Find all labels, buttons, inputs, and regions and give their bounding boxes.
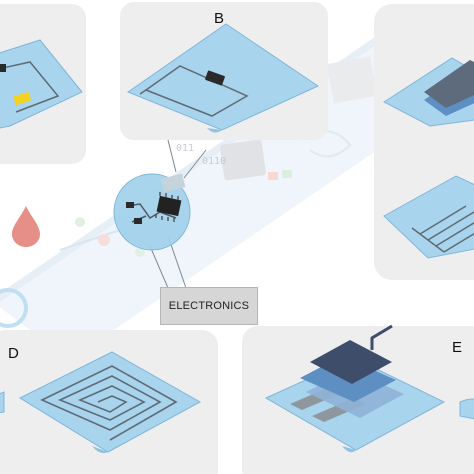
panel-c-lower-substrate <box>383 175 474 259</box>
panel-d <box>0 330 218 474</box>
electronics-small-chip <box>126 202 134 208</box>
panel-b-label: B <box>214 10 225 27</box>
panel-c <box>374 4 474 280</box>
electronics-small-chip-2 <box>134 218 142 224</box>
panel-e <box>242 324 474 474</box>
electronics-callout-label: ELECTRONICS <box>160 287 258 325</box>
panel-e-dark-layer <box>310 340 392 384</box>
panel-a <box>0 4 86 164</box>
panel-d-label: D <box>8 345 19 362</box>
panel-a-substrate <box>0 39 83 129</box>
panel-a-chip <box>0 64 6 72</box>
panel-c-electrode <box>411 205 474 253</box>
binary-text-1: 011 <box>176 143 194 154</box>
panel-b <box>120 2 328 140</box>
panel-b-circuit-trace <box>144 65 249 117</box>
blood-drop-icon <box>12 206 40 247</box>
panel-b-chip <box>205 70 225 86</box>
panel-e-label: E <box>452 339 463 356</box>
binary-text-2: 0110 <box>202 156 226 167</box>
panel-e-connector <box>370 324 393 350</box>
panel-c-dark-layer <box>424 60 474 108</box>
panel-d-spiral-coil <box>40 365 178 441</box>
panel-a-yellow-component <box>13 91 32 106</box>
electronics-ic-chip <box>155 192 182 222</box>
electronics-magnifier <box>113 139 207 289</box>
panel-d-substrate <box>18 351 202 453</box>
